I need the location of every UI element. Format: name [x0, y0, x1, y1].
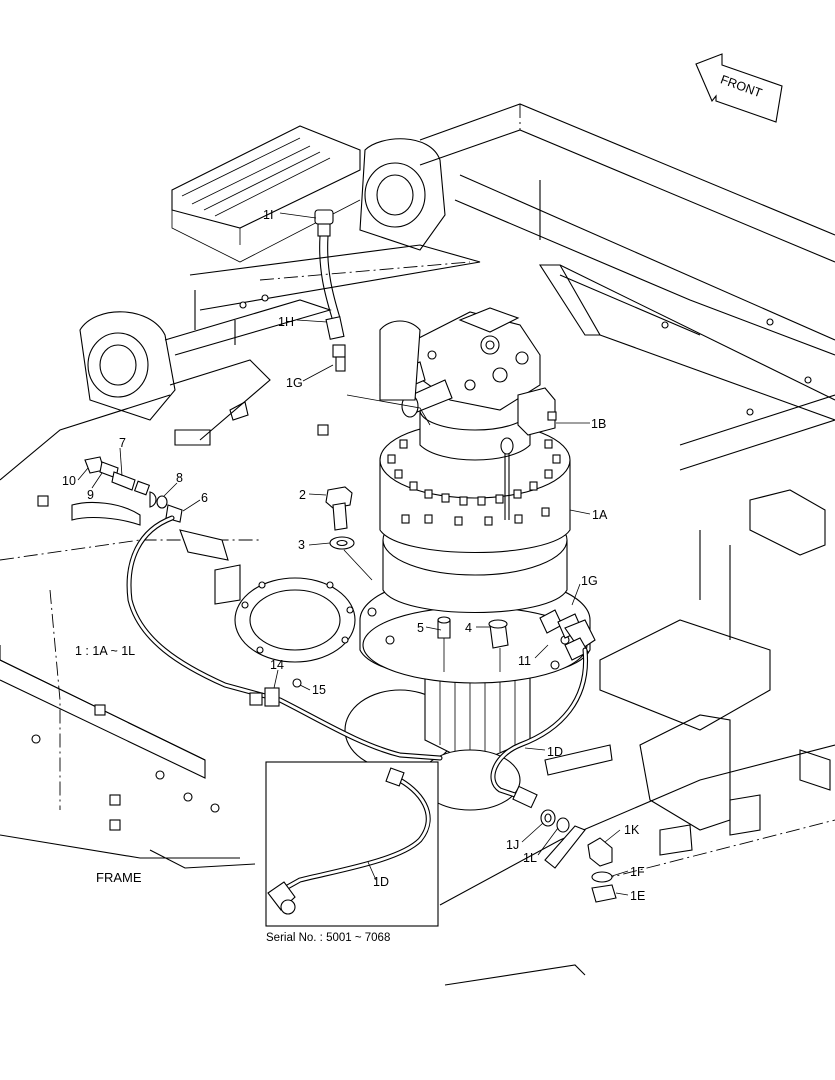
- callout-1J: 1J: [506, 838, 519, 852]
- motor-bolt-circle: [387, 439, 561, 526]
- callout-15: 15: [312, 683, 326, 697]
- callout-11: 11: [518, 654, 531, 668]
- plugs: [437, 616, 509, 649]
- callout-10: 10: [62, 474, 76, 488]
- callout-1H: 1H: [278, 315, 294, 329]
- callout-1F: 1F: [630, 865, 645, 879]
- leader-lines: [77, 212, 629, 896]
- callout-5: 5: [417, 621, 424, 635]
- callout-2: 2: [299, 488, 306, 502]
- swing-motor: [344, 307, 591, 811]
- callout-1G-top: 1G: [286, 376, 303, 390]
- callout-1A: 1A: [592, 508, 608, 522]
- callout-1K: 1K: [624, 823, 640, 837]
- hose-1d: [490, 609, 617, 903]
- callout-14: 14: [270, 658, 284, 672]
- callout-1D: 1D: [547, 745, 563, 759]
- callout-4: 4: [465, 621, 472, 635]
- drain-hose-top: [314, 209, 346, 372]
- range-label: 1 : 1A ~ 1L: [75, 644, 135, 658]
- inset-detail: [265, 761, 439, 927]
- callout-1I: 1I: [263, 208, 273, 222]
- callout-labels: 1I 1H 1G 1B 1A 7 10 9 8 6 2 3 1G 5 4 11 …: [62, 208, 645, 903]
- callout-1L: 1L: [523, 851, 537, 865]
- callout-1E: 1E: [630, 889, 645, 903]
- main-drain-hose: [126, 515, 443, 761]
- callout-7: 7: [119, 436, 126, 450]
- callout-3: 3: [298, 538, 305, 552]
- callout-9: 9: [87, 488, 94, 502]
- frame-label: FRAME: [96, 870, 142, 885]
- front-direction-arrow: FRONT: [695, 53, 783, 123]
- inset-caption: Serial No. : 5001 ~ 7068: [266, 932, 390, 944]
- callout-1G-right: 1G: [581, 574, 598, 588]
- bolt-washer: [325, 486, 355, 550]
- callout-1D-inset: 1D: [373, 875, 389, 889]
- upper-frame-outline: [0, 103, 835, 986]
- callout-1B: 1B: [591, 417, 606, 431]
- callout-6: 6: [201, 491, 208, 505]
- left-fittings: [84, 456, 183, 523]
- callout-8: 8: [176, 471, 183, 485]
